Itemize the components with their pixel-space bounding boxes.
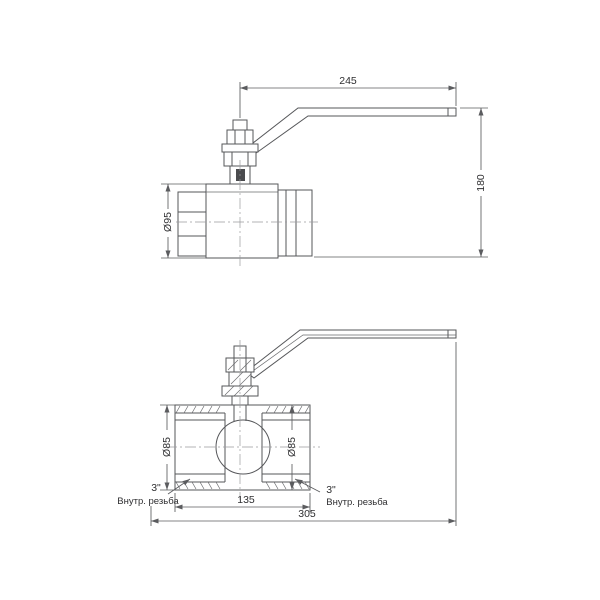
handle-lever-section <box>245 329 457 379</box>
dim-245-label: 245 <box>339 75 357 87</box>
thread-callout-right: 3" Внутр. резьба <box>294 478 388 508</box>
dim-305-extensions <box>150 342 457 526</box>
stem-cap <box>232 119 248 131</box>
thread-size-left-label: 3" <box>151 482 161 494</box>
dim-height-180: 180 <box>314 107 488 258</box>
stem-nut <box>226 129 254 145</box>
bottom-view-centerlines <box>166 340 320 500</box>
thread-note-left-label: Внутр. резьба <box>117 496 179 507</box>
stem-nut-flats <box>234 130 246 144</box>
dim-overall-length-305: 305 <box>150 342 457 526</box>
dim-135-label: 135 <box>237 494 255 506</box>
thread-note-right-label: Внутр. резьба <box>326 497 388 508</box>
body-center <box>205 183 279 259</box>
dim-length-245: 245 <box>239 75 457 118</box>
dim-diameter-85-right: Ø85 <box>286 405 298 490</box>
union-coupling <box>277 189 313 257</box>
handle-fold-line <box>249 334 456 374</box>
dim-95-label: Ø95 <box>162 212 174 232</box>
hex-flat-lines <box>178 211 206 237</box>
stem-assembly-side <box>221 119 259 167</box>
dim-85-left-label: Ø85 <box>161 437 173 457</box>
stem-nut-hatch <box>227 359 252 372</box>
thread-callout-left: 3" Внутр. резьба <box>117 478 191 507</box>
top-view: 245 180 Ø95 <box>161 75 488 266</box>
handle-lever-section-outline <box>245 329 457 379</box>
dim-85-right-label: Ø85 <box>286 437 298 457</box>
dim-305-label: 305 <box>298 508 316 520</box>
gland-hatch <box>230 371 252 387</box>
top-view-centerlines <box>176 160 318 266</box>
dim-body-length-135: 135 <box>174 493 311 512</box>
thread-callout-right-leader <box>294 478 321 493</box>
body-section-outline <box>174 404 311 491</box>
hex-end-cap <box>177 191 207 257</box>
stem-detail-block <box>236 169 245 181</box>
bore-lines <box>175 419 310 475</box>
stem-slot-lines <box>233 405 247 421</box>
handle-lever-side <box>243 107 457 157</box>
dim-180-label: 180 <box>475 174 487 192</box>
thread-size-right-label: 3" <box>326 484 336 496</box>
bottom-view: Ø85 Ø85 3" Внутр. резьба 3" Внутр. резьб… <box>117 329 457 526</box>
coupling-rings <box>285 190 297 256</box>
handle-lever <box>243 107 457 157</box>
ball-seat-lines <box>224 413 263 482</box>
thread-hatch-left <box>175 405 221 490</box>
dim-180-extensions <box>314 107 488 258</box>
dim-diameter-95: Ø95 <box>161 183 206 259</box>
dim-diameter-85-left: Ø85 <box>160 404 175 491</box>
valve-body-section <box>174 404 311 491</box>
stem-flange-hatch <box>224 385 254 397</box>
valve-body-side <box>177 165 313 259</box>
packing-nut-flats <box>231 152 249 166</box>
thread-callout-left-leader <box>167 478 191 495</box>
handle-washer <box>221 143 259 153</box>
